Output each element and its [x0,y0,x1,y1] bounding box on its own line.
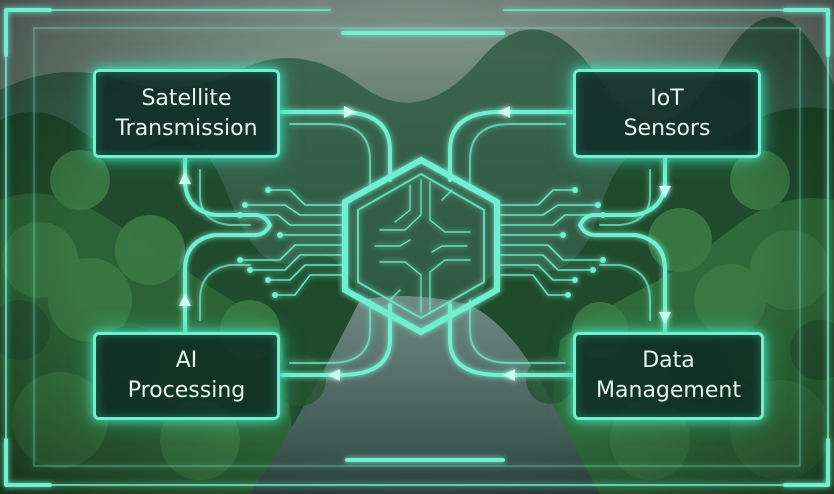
satellite-transmission-line1: Satellite [141,85,232,111]
iot-sensors-line2: Sensors [623,115,711,141]
satellite-transmission-node: Satellite Transmission [93,69,280,158]
ai-processing-node: AI Processing [93,332,280,420]
data-management-line2: Management [596,378,741,403]
ai-processing-line1: AI [175,348,198,373]
data-management-node: Data Management [573,332,764,420]
satellite-transmission-line2: Transmission [115,115,258,141]
data-management-line1: Data [642,348,695,373]
iot-sensors-line1: IoT [650,85,684,111]
iot-sensors-node: IoT Sensors [573,69,761,158]
ai-processing-line2: Processing [127,378,246,403]
